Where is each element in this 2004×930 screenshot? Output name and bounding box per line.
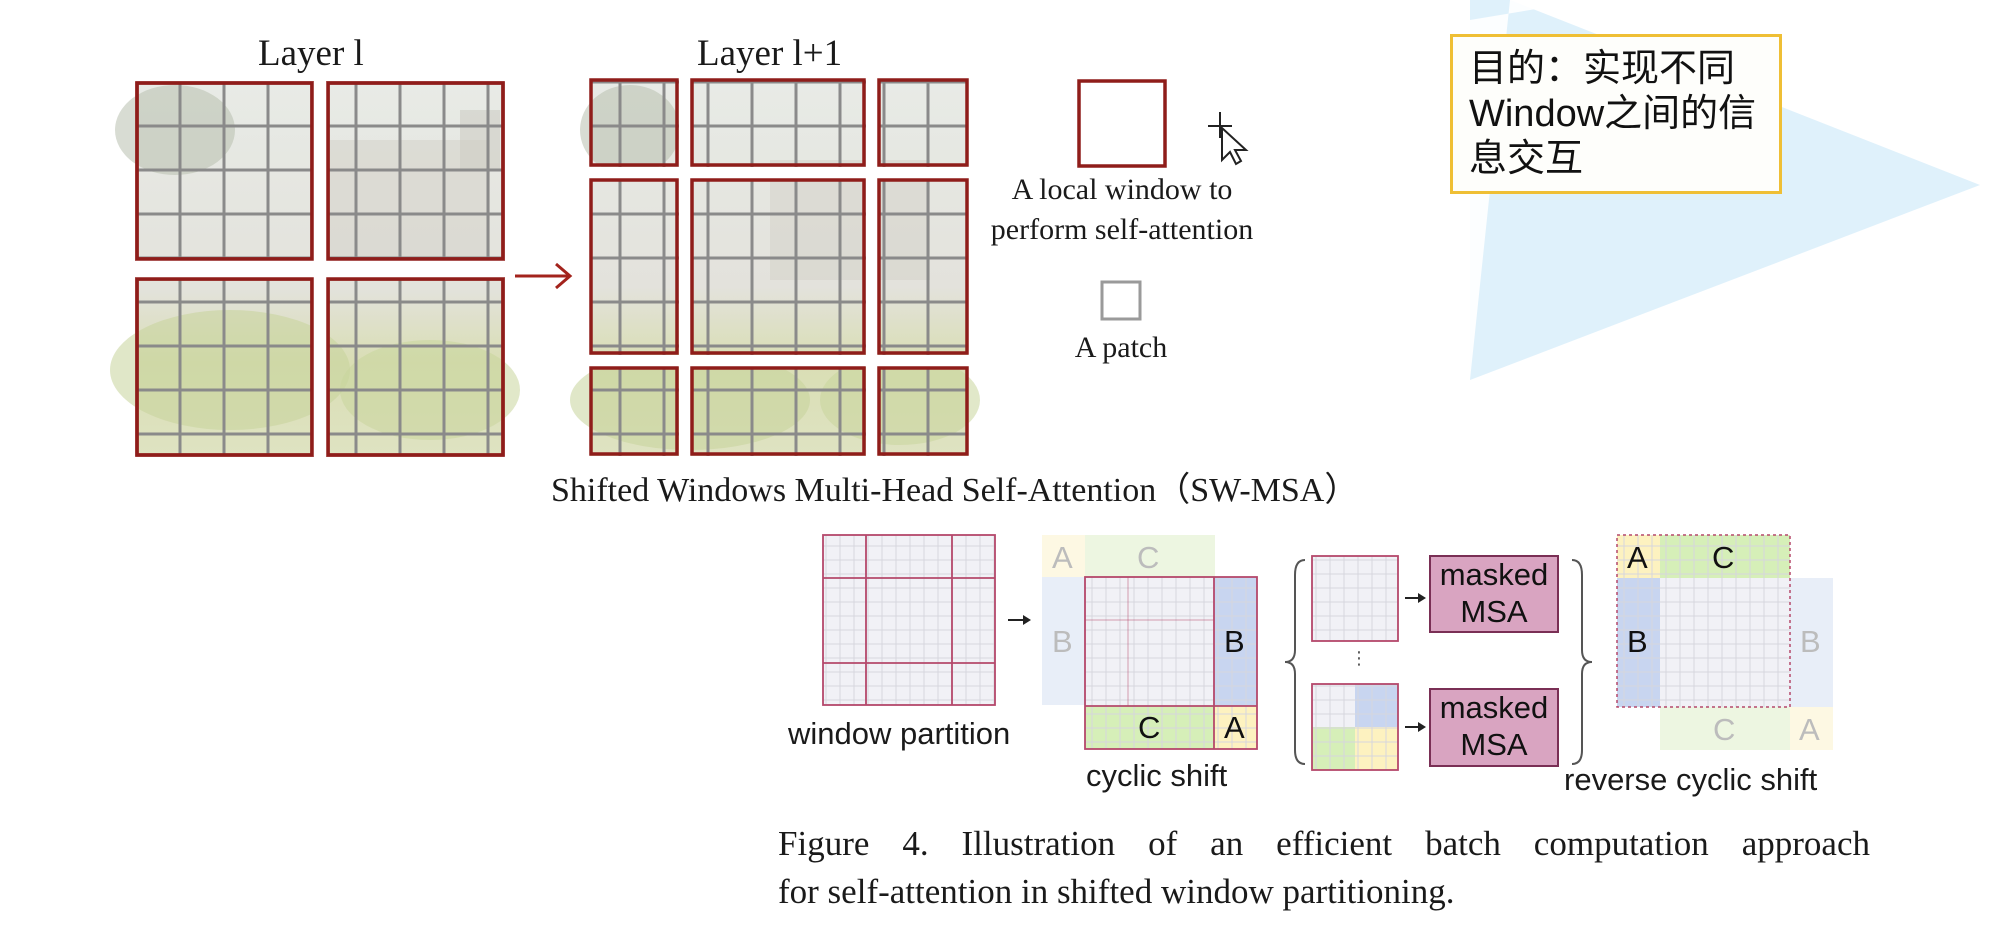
region-b-label: B [1224, 624, 1245, 659]
legend-window-swatch [1077, 79, 1167, 168]
reverse-cyclic-shift-grid [1616, 534, 1833, 750]
batch-window-2 [1311, 683, 1399, 771]
masked-msa-2-line2: MSA [1460, 727, 1528, 762]
layer-l-label: Layer l [258, 33, 364, 74]
note-line3: 息交互 [1469, 138, 1584, 180]
cursor-arrow-icon [1208, 112, 1249, 166]
legend-window-label: A local window to perform self-attention [972, 170, 1272, 250]
window-partition-label: window partition [788, 716, 1011, 751]
cyclic-shift-label: cyclic shift [1086, 758, 1228, 793]
masked-msa-2-line1: masked [1439, 690, 1549, 725]
region-c-label: C [1138, 710, 1161, 745]
caption-line2: for self-attention in shifted window par… [778, 872, 1455, 911]
batch-window-1 [1311, 555, 1399, 642]
layer-l1-label: Layer l+1 [697, 33, 843, 74]
note-line2: Window之间的信 [1469, 93, 1757, 135]
layer-l-grid [110, 81, 520, 457]
cyclic-shift-grid [1042, 535, 1258, 750]
region-c-label: C [1713, 712, 1736, 747]
arrow-right-icon [1405, 593, 1426, 732]
region-c-label: C [1712, 540, 1735, 575]
legend-window-line1: A local window to [1011, 173, 1233, 206]
region-b-label: B [1800, 624, 1821, 659]
arrow-right-icon [1008, 615, 1031, 625]
note-line1: 目的：实现不同 [1469, 48, 1736, 90]
region-a-label: A [1052, 540, 1073, 575]
region-a-label: A [1224, 710, 1245, 745]
sw-msa-title: Shifted Windows Multi-Head Self-Attentio… [551, 472, 1359, 509]
right-brace [1571, 559, 1593, 765]
note-box: 目的：实现不同 Window之间的信 息交互 [1450, 34, 1782, 194]
region-a-label: A [1799, 712, 1820, 747]
region-b-label: B [1627, 624, 1648, 659]
legend-patch-label: A patch [1074, 331, 1168, 364]
masked-msa-box-2 [1429, 688, 1559, 767]
arrow-right-icon [515, 262, 573, 290]
layer-l1-grid [570, 78, 980, 456]
masked-msa-box-1 [1429, 555, 1559, 633]
masked-msa-1-line1: masked [1439, 557, 1549, 592]
ellipsis: ⋮ [1350, 648, 1368, 668]
region-b-label: B [1052, 624, 1073, 659]
figure-caption: Figure 4. Illustration of an efficient b… [778, 820, 1870, 916]
left-brace [1284, 559, 1306, 765]
region-a-label: A [1627, 540, 1648, 575]
masked-msa-label-2: masked MSA [1430, 689, 1558, 763]
legend-window-line2: perform self-attention [990, 213, 1254, 246]
reverse-cyclic-shift-label: reverse cyclic shift [1564, 762, 1818, 797]
region-c-label: C [1137, 540, 1160, 575]
legend-patch-swatch [1100, 280, 1142, 321]
window-partition-grid [822, 534, 996, 706]
masked-msa-1-line2: MSA [1460, 594, 1528, 629]
masked-msa-label-1: masked MSA [1430, 556, 1558, 630]
caption-line1: Figure 4. Illustration of an efficient b… [778, 824, 1870, 863]
